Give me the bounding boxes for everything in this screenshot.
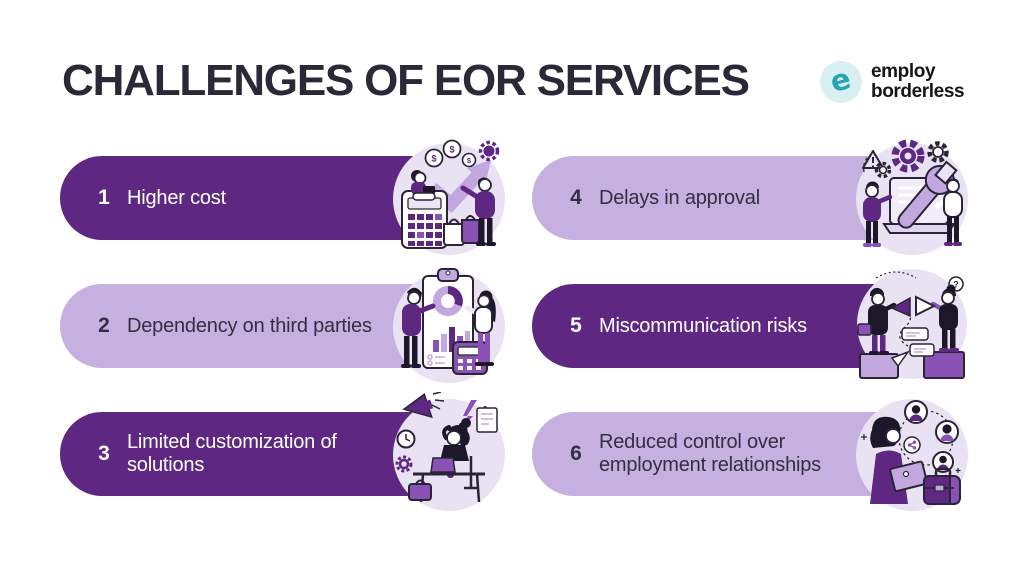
item-number: 6 <box>570 442 582 465</box>
page-title: CHALLENGES OF EOR SERVICES <box>62 56 750 105</box>
megaphones-conversation-illustration: ? <box>850 264 974 388</box>
item-label: Higher cost <box>127 186 226 209</box>
employ-borderless-logo-icon: e <box>820 61 862 103</box>
gears-wrench-laptop-illustration <box>850 136 974 260</box>
stressed-worker-desk-illustration <box>387 392 511 516</box>
rising-costs-calculator-illustration: $ $ $ <box>387 136 511 260</box>
svg-text:$: $ <box>431 154 436 164</box>
item-number: 3 <box>98 442 110 465</box>
brand-name: employ borderless <box>871 61 965 102</box>
remote-team-network-illustration <box>850 392 974 516</box>
item-label: Dependency on third parties <box>127 314 372 337</box>
item-number: 1 <box>98 186 110 209</box>
item-number: 4 <box>570 186 582 209</box>
brand-line1: employ <box>871 61 936 82</box>
item-number: 2 <box>98 314 110 337</box>
item-label: Limited customization of solutions <box>127 431 337 476</box>
svg-text:$: $ <box>467 156 472 165</box>
svg-text:$: $ <box>449 145 454 155</box>
brand-line2: borderless <box>871 81 965 102</box>
logo-monogram: e <box>826 61 855 99</box>
svg-text:?: ? <box>953 280 959 290</box>
item-label: Reduced control over employment relation… <box>599 431 821 476</box>
item-label: Delays in approval <box>599 186 760 209</box>
item-label: Miscommunication risks <box>599 314 807 337</box>
charts-clipboard-illustration <box>387 264 511 388</box>
item-number: 5 <box>570 314 582 337</box>
brand-logo: e employ borderless <box>820 61 965 103</box>
